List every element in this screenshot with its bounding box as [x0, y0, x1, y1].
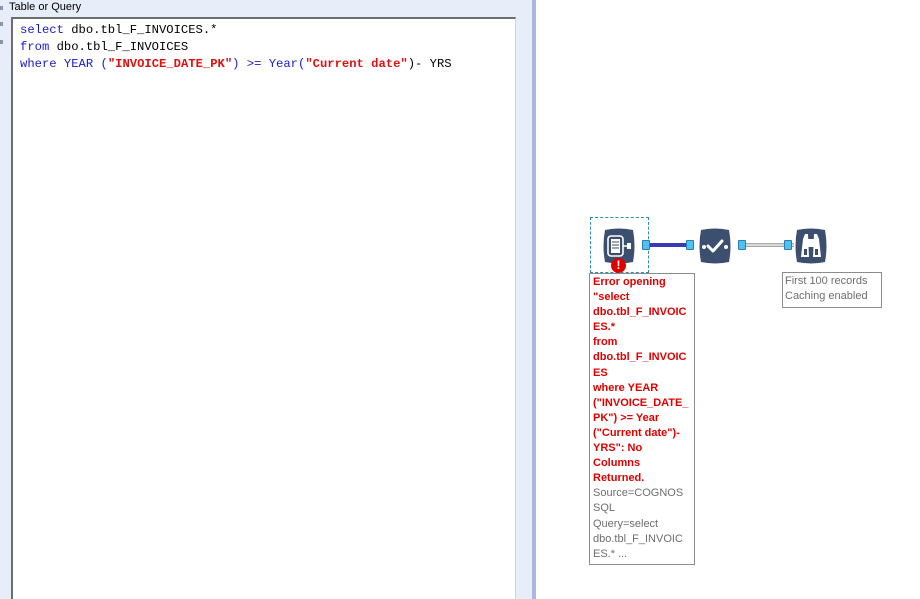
info-text-line: dbo.tbl_F_INVOIC — [593, 532, 683, 545]
sql-string: "INVOICE_DATE_PK" — [107, 56, 233, 71]
error-text-line: "select — [593, 291, 630, 304]
error-text-line: ("Current date")- — [593, 426, 680, 439]
error-text-line: YRS": No — [593, 442, 643, 455]
sql-text: )- YRS — [407, 56, 452, 71]
sql-paren: ( — [298, 56, 306, 71]
input-anchor[interactable] — [784, 240, 792, 250]
binoculars-icon — [795, 228, 827, 264]
query-line-2: from dbo.tbl_F_INVOICES — [20, 39, 452, 56]
sql-paren: ( — [93, 56, 108, 71]
error-text-line: PK") >= Year — [593, 411, 660, 424]
info-text-line: SQL — [593, 502, 616, 515]
error-annotation: Error opening "select dbo.tbl_F_INVOIC E… — [589, 273, 695, 565]
sql-string: "Current date" — [305, 56, 408, 71]
query-editor[interactable]: select dbo.tbl_F_INVOICES.*from dbo.tbl_… — [11, 17, 516, 599]
annotation-line: Caching enabled — [785, 290, 868, 303]
sql-keyword: from — [20, 39, 50, 54]
sql-text: dbo.tbl_F_INVOICES.* — [63, 23, 218, 37]
error-icon[interactable]: ! — [611, 258, 626, 273]
error-text-line: ES — [593, 366, 608, 379]
annotation-line: First 100 records — [785, 275, 868, 287]
query-line-1: select dbo.tbl_F_INVOICES.* — [20, 22, 452, 39]
query-line-3: where YEAR ("INVOICE_DATE_PK") >= Year("… — [20, 56, 452, 73]
browse-annotation: First 100 records Caching enabled — [782, 272, 882, 308]
error-text-line: from — [593, 336, 618, 349]
panel-splitter[interactable] — [532, 0, 536, 599]
browse-tool[interactable] — [794, 227, 828, 265]
sql-keyword: where — [20, 56, 57, 71]
output-anchor[interactable] — [642, 240, 650, 250]
input-anchor[interactable] — [686, 240, 694, 250]
gutter-marker — [0, 22, 3, 26]
error-text-line: Columns — [593, 457, 641, 470]
connection-selected[interactable] — [650, 243, 694, 247]
table-or-query-label: Table or Query — [9, 1, 82, 13]
error-text-line: ("INVOICE_DATE_ — [593, 396, 689, 409]
checkmark-icon — [699, 228, 731, 264]
sql-function: Year — [268, 56, 298, 71]
output-anchor[interactable] — [738, 240, 746, 250]
info-text-line: Source=COGNOS — [593, 487, 684, 500]
error-text-line: dbo.tbl_F_INVOIC — [593, 351, 687, 364]
input-data-tool[interactable] — [602, 227, 636, 265]
query-text[interactable]: select dbo.tbl_F_INVOICES.*from dbo.tbl_… — [20, 22, 452, 72]
sql-operator: ) >= — [232, 56, 269, 71]
error-text-line: where YEAR — [593, 381, 659, 394]
input-data-icon — [603, 228, 635, 264]
error-text-line: dbo.tbl_F_INVOIC — [593, 306, 687, 319]
error-text-line: ES.* — [593, 321, 616, 334]
select-tool[interactable] — [698, 227, 732, 265]
info-text-line: Query=select — [593, 517, 659, 530]
gutter-marker — [0, 6, 3, 10]
configuration-panel: Table or Query select dbo.tbl_F_INVOICES… — [0, 0, 536, 599]
info-text-line: ES.* ... — [593, 547, 628, 560]
gutter — [0, 0, 6, 599]
connection[interactable] — [746, 243, 794, 247]
error-text-line: Returned. — [593, 472, 645, 485]
sql-function: YEAR — [63, 56, 94, 71]
sql-text: dbo.tbl_F_INVOICES — [49, 39, 189, 54]
sql-keyword: select — [20, 23, 64, 37]
gutter-marker — [0, 40, 3, 44]
error-text-line: Error opening — [593, 276, 666, 288]
